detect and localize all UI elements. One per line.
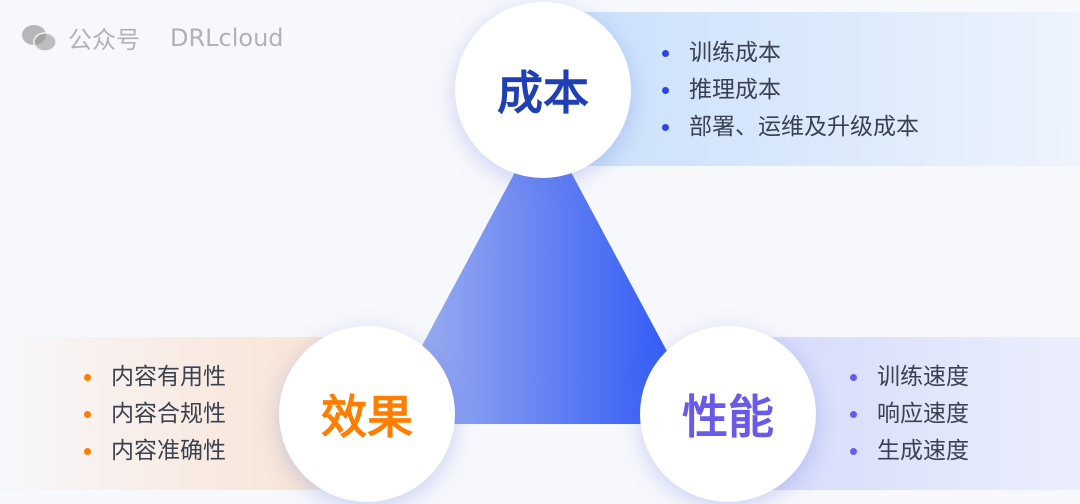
bullet-icon	[84, 411, 91, 418]
list-item: 响应速度	[850, 396, 969, 433]
list-item-text: 推理成本	[689, 77, 781, 103]
list-item-text: 生成速度	[877, 438, 969, 464]
bullet-icon	[662, 87, 669, 94]
list-item: 训练速度	[850, 359, 969, 396]
effect-title: 效果	[321, 390, 413, 444]
bullet-icon	[850, 411, 857, 418]
bullet-icon	[850, 374, 857, 381]
list-item: 训练成本	[662, 35, 919, 72]
effect-list: 内容有用性 内容合规性 内容准确性	[84, 359, 226, 470]
list-item: 内容准确性	[84, 433, 226, 470]
list-item-text: 内容合规性	[111, 401, 226, 427]
cost-list: 训练成本 推理成本 部署、运维及升级成本	[662, 35, 919, 146]
list-item: 推理成本	[662, 72, 919, 109]
performance-list: 训练速度 响应速度 生成速度	[850, 359, 969, 470]
cost-title: 成本	[497, 66, 589, 120]
list-item-text: 内容有用性	[111, 364, 226, 390]
list-item-text: 响应速度	[877, 401, 969, 427]
watermark-name: DRLcloud	[170, 23, 284, 52]
bullet-icon	[850, 448, 857, 455]
watermark-label: 公众号	[68, 26, 140, 54]
bullet-icon	[84, 448, 91, 455]
list-item: 部署、运维及升级成本	[662, 109, 919, 146]
bullet-icon	[662, 50, 669, 57]
wechat-icon	[22, 24, 57, 52]
effect-circle: 效果	[279, 326, 455, 502]
bullet-icon	[662, 124, 669, 131]
list-item: 内容有用性	[84, 359, 226, 396]
list-item-text: 内容准确性	[111, 438, 226, 464]
watermark: 公众号 DRLcloud	[20, 20, 284, 55]
triangle-shape	[380, 120, 706, 424]
cost-circle: 成本	[455, 2, 631, 178]
list-item-text: 训练速度	[877, 364, 969, 390]
cost-band	[560, 12, 1080, 166]
performance-circle: 性能	[640, 326, 816, 502]
bullet-icon	[84, 374, 91, 381]
list-item: 生成速度	[850, 433, 969, 470]
list-item-text: 训练成本	[689, 40, 781, 66]
performance-title: 性能	[682, 390, 774, 444]
list-item-text: 部署、运维及升级成本	[689, 114, 919, 140]
list-item: 内容合规性	[84, 396, 226, 433]
